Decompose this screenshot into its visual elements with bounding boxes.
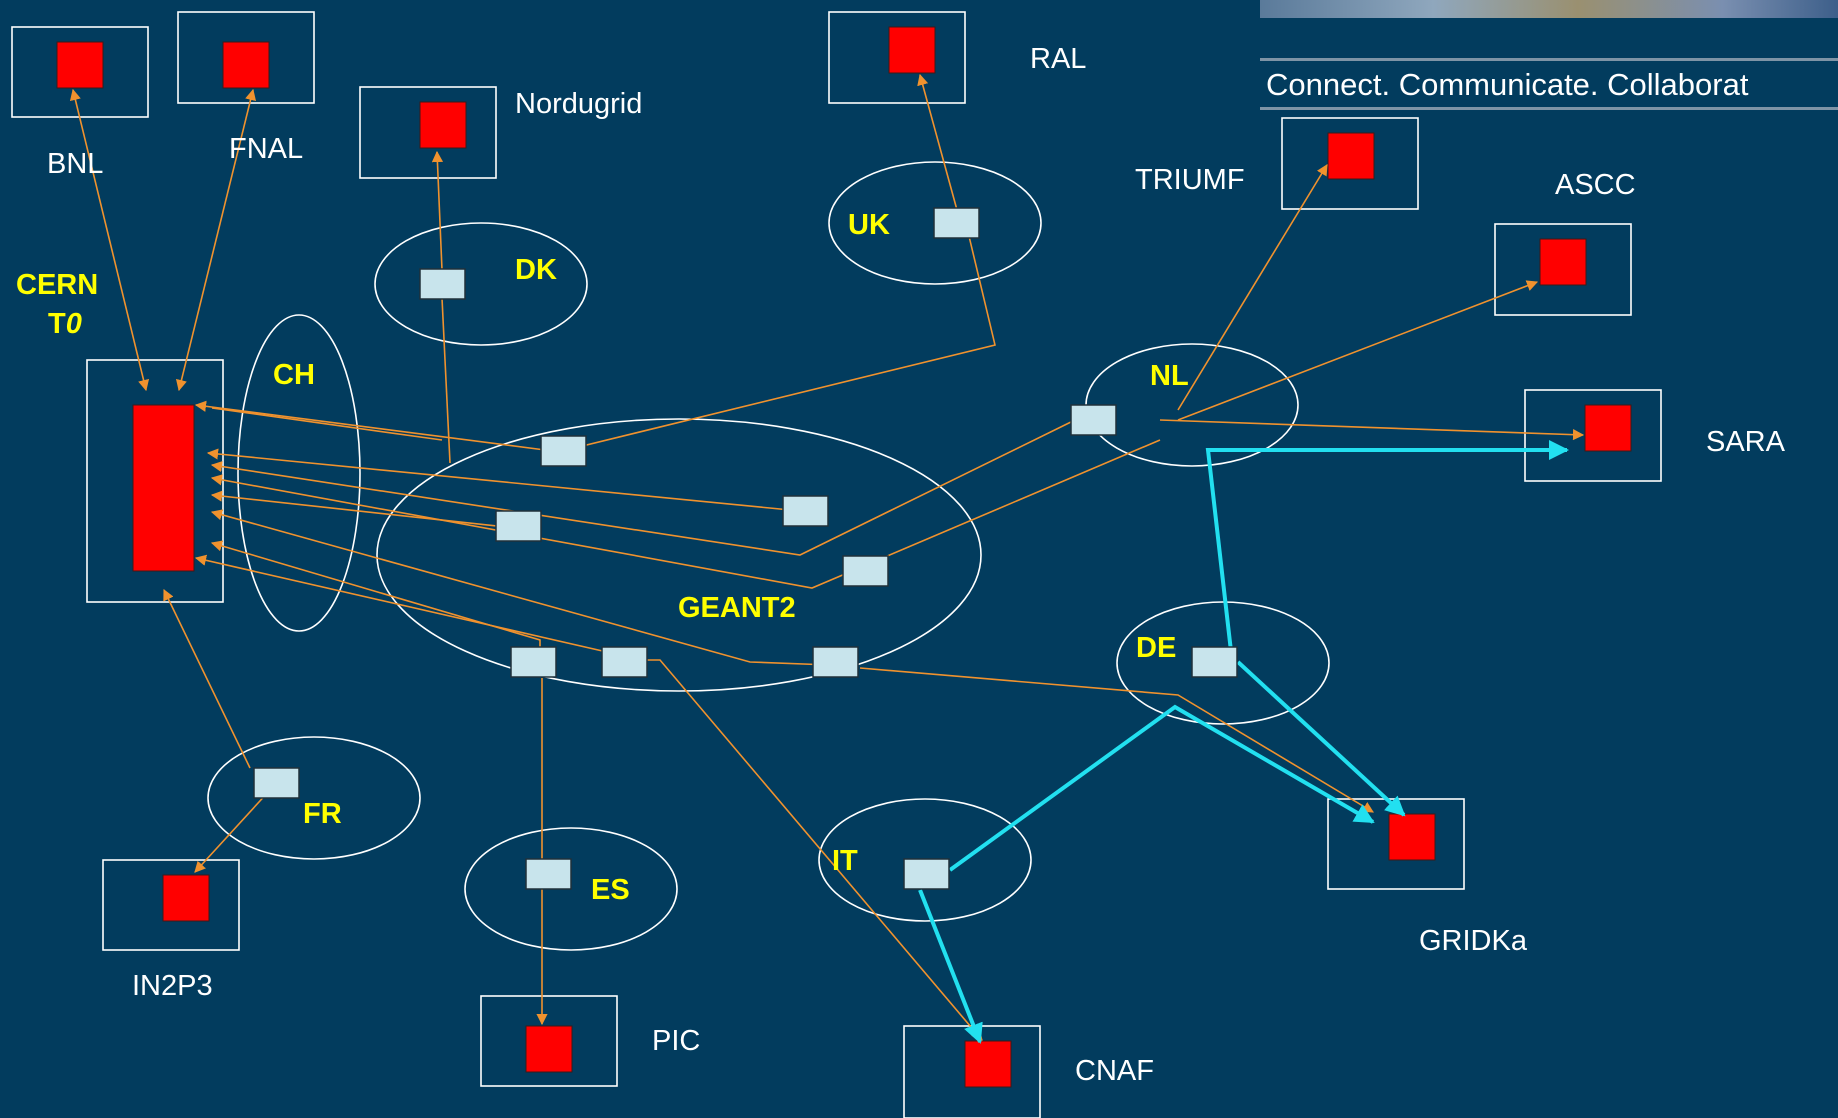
iface-fr — [253, 767, 300, 799]
cloud-fr — [207, 736, 421, 860]
label-cnaf: CNAF — [1075, 1055, 1154, 1087]
label-fnal: FNAL — [229, 133, 303, 165]
link-cern-geant-g — [210, 540, 541, 660]
link-cern-geant-h — [194, 554, 621, 656]
link-nl-sara — [1159, 419, 1585, 441]
cloud-it — [818, 798, 1032, 922]
label-sara: SARA — [1706, 426, 1786, 458]
label-ral: RAL — [1030, 43, 1086, 75]
label-t0-zero: 0 — [66, 308, 82, 340]
site-box-sara — [1524, 389, 1662, 482]
site-box-ral — [828, 11, 966, 104]
link-cern-geant-d — [210, 439, 1161, 589]
iface-dk — [419, 268, 466, 300]
link-cern-geant-c — [210, 419, 1076, 556]
cloud-dk — [374, 222, 588, 346]
cloud-nl — [1085, 343, 1299, 467]
link-cern-geant-f — [210, 509, 831, 666]
link-fr-in2p3 — [194, 789, 271, 873]
iface-geant-6 — [601, 646, 648, 678]
label-gridka: GRIDKa — [1419, 925, 1528, 957]
link-cern-fnal — [175, 88, 257, 392]
cloud-de — [1116, 601, 1330, 725]
link-geant-cnaf — [632, 659, 983, 1041]
link-cern-geant-a — [194, 400, 546, 451]
site-box-in2p3 — [102, 859, 240, 951]
node-sara — [1584, 404, 1632, 452]
link-cern-bnl — [69, 88, 150, 392]
iface-nl — [1070, 404, 1117, 436]
iface-geant-7 — [812, 646, 859, 678]
iface-geant-5 — [510, 646, 557, 678]
label-ch: CH — [273, 359, 315, 391]
link-cern-dk — [211, 407, 443, 441]
site-box-pic — [480, 995, 618, 1087]
highlight-it-de-gridka — [948, 704, 1375, 872]
cloud-ch — [237, 314, 361, 632]
label-de: DE — [1136, 632, 1176, 664]
label-geant2: GEANT2 — [678, 592, 796, 624]
label-nordugrid: Nordugrid — [515, 88, 642, 120]
label-in2p3: IN2P3 — [132, 970, 213, 1002]
node-nordugrid — [419, 101, 467, 149]
label-ascc: ASCC — [1555, 169, 1636, 201]
link-dk-nordugrid — [431, 150, 444, 271]
highlight-de-gridka — [1236, 660, 1406, 817]
iface-es — [525, 858, 572, 890]
label-t0-t: T — [48, 308, 66, 340]
tagline-text: Connect. Communicate. Collaborat — [1266, 67, 1749, 102]
label-uk: UK — [848, 209, 890, 241]
header-photo-strip — [1260, 0, 1838, 18]
label-triumf: TRIUMF — [1135, 164, 1245, 196]
label-nl: NL — [1150, 360, 1189, 392]
label-dk: DK — [515, 254, 557, 286]
label-es: ES — [591, 874, 630, 906]
iface-uk — [933, 207, 980, 239]
node-ral — [888, 26, 936, 74]
label-it: IT — [832, 845, 858, 877]
site-box-ascc — [1494, 223, 1632, 316]
site-box-nordugrid — [359, 86, 497, 179]
label-pic: PIC — [652, 1025, 700, 1057]
node-gridka — [1388, 813, 1436, 861]
node-cnaf — [964, 1040, 1012, 1088]
link-cern-in2p3 — [163, 588, 251, 769]
node-in2p3 — [162, 874, 210, 922]
iface-geant-2 — [782, 495, 829, 527]
iface-geant-1 — [540, 435, 587, 467]
cloud-geant2 — [376, 418, 982, 692]
link-geant-gridka — [859, 667, 1374, 813]
link-uk-ral — [917, 73, 958, 211]
label-fr: FR — [303, 798, 342, 830]
link-nl-ascc — [1177, 280, 1539, 421]
site-box-cern — [86, 359, 224, 603]
label-t0: T0 — [48, 308, 82, 340]
link-dk-geant — [441, 297, 451, 464]
node-pic — [525, 1025, 573, 1073]
node-ascc — [1539, 238, 1587, 286]
node-fnal — [222, 41, 270, 89]
site-box-triumf — [1281, 117, 1419, 210]
iface-geant-3 — [495, 510, 542, 542]
link-cern-geant-b — [206, 448, 791, 511]
cloud-es — [464, 827, 678, 951]
link-cern-geant-e — [210, 490, 516, 529]
iface-geant-4 — [842, 555, 889, 587]
node-bnl — [56, 41, 104, 89]
label-bnl: BNL — [47, 148, 103, 180]
highlight-de-sara — [1205, 440, 1569, 661]
label-cern: CERN — [16, 269, 98, 301]
link-cern-uk — [561, 231, 996, 452]
iface-it — [903, 858, 950, 890]
iface-de — [1191, 646, 1238, 678]
link-nl-triumf — [1177, 164, 1328, 411]
highlight-it-cnaf — [918, 889, 983, 1044]
cloud-uk — [828, 161, 1042, 285]
node-triumf — [1327, 132, 1375, 180]
tagline-bar: Connect. Communicate. Collaborat — [1260, 58, 1838, 110]
node-cern — [132, 404, 195, 572]
